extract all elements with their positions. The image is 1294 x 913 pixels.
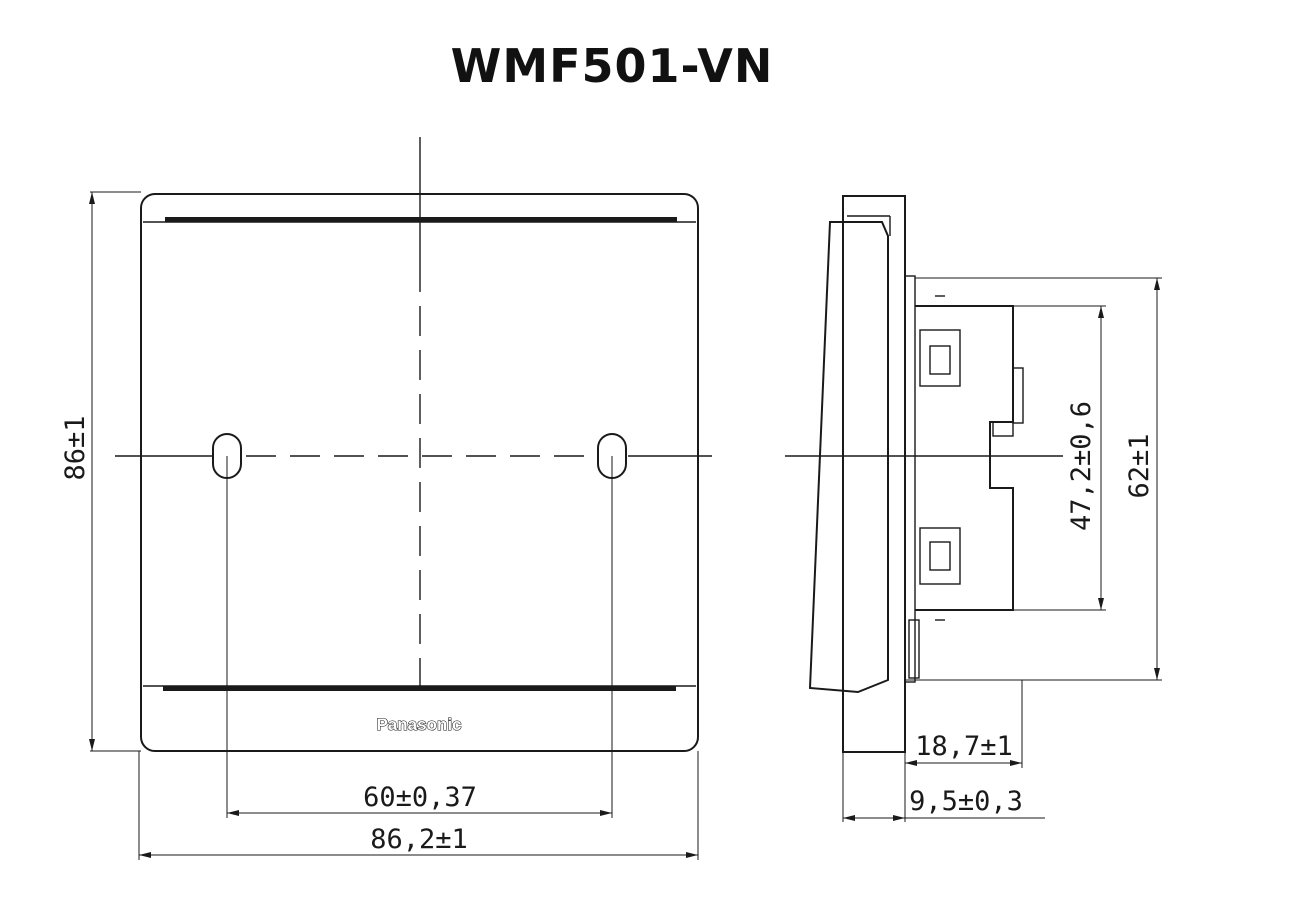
width-arrow-right — [686, 852, 698, 858]
plate-depth-label: 9,5±0,3 — [909, 786, 1023, 817]
body-notch — [992, 421, 1014, 437]
plate-depth-arrow-left — [843, 815, 855, 821]
body-outline — [915, 305, 1014, 611]
body-depth-arrow-right — [1010, 760, 1022, 766]
front-bottom-bar — [163, 686, 676, 691]
side-height-arrow-top — [1154, 278, 1160, 290]
body-bump — [1012, 367, 1024, 424]
side-height-label: 62±1 — [1124, 433, 1155, 498]
front-top-bar — [165, 217, 677, 222]
height-arrow-bottom — [89, 739, 95, 751]
inner-height-arrow-bottom — [1098, 598, 1104, 610]
side-height-arrow-bottom — [1154, 668, 1160, 680]
front-view: Panasonic — [115, 137, 712, 818]
plate-depth-arrow-right — [893, 815, 905, 821]
body-depth-label: 18,7±1 — [915, 731, 1013, 762]
hole-spacing-label: 60±0,37 — [363, 782, 477, 813]
inner-height-arrow-top — [1098, 306, 1104, 318]
side-rocker — [808, 221, 889, 694]
drawing-title: WMF501-VN — [451, 39, 774, 93]
brand-logo: Panasonic — [376, 715, 461, 734]
terminal-top — [919, 329, 961, 387]
height-arrow-top — [89, 192, 95, 204]
front-dimensions: 86±1 60±0,37 86,2±1 — [60, 191, 699, 860]
spacing-arrow-right — [600, 810, 612, 816]
width-arrow-left — [139, 852, 151, 858]
spacing-arrow-left — [227, 810, 239, 816]
bottom-clip — [908, 619, 920, 679]
terminal-bottom-inner — [929, 541, 951, 571]
side-dimensions: 62±1 47,2±0,6 18,7±1 9,5±0,3 — [842, 277, 1162, 822]
front-height-label: 86±1 — [60, 415, 91, 480]
side-plate — [842, 195, 906, 753]
inner-height-label: 47,2±0,6 — [1066, 401, 1097, 531]
front-width-label: 86,2±1 — [370, 824, 468, 855]
terminal-bottom — [919, 527, 961, 585]
body-depth-arrow-left — [905, 760, 917, 766]
side-view — [785, 195, 1063, 753]
terminal-top-inner — [929, 345, 951, 375]
body-flange — [904, 275, 916, 683]
